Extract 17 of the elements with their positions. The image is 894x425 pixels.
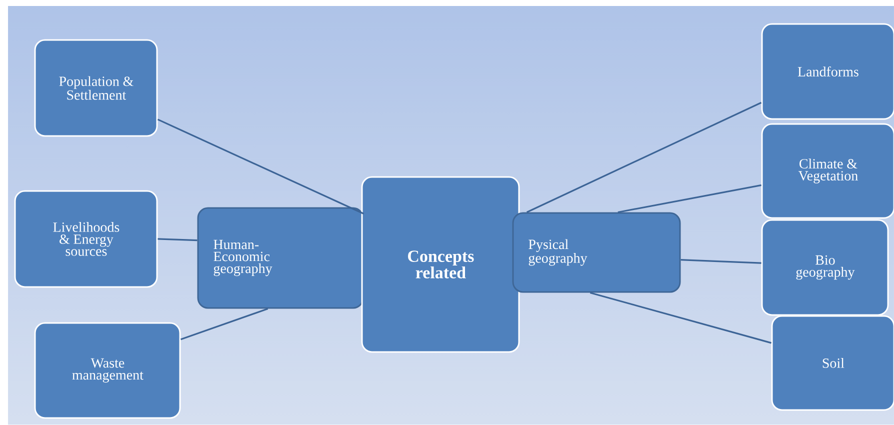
topic-box: Population & Settlement: [34, 39, 158, 137]
branch-box: Pysical geography: [512, 212, 681, 293]
topic-box: Soil: [771, 315, 894, 411]
connector-line: [157, 118, 364, 214]
connector-line: [618, 184, 762, 214]
topic-box: Waste management: [34, 322, 181, 419]
connector-line: [526, 102, 762, 213]
topic-box: Bio geography: [761, 219, 889, 316]
topic-box: Livelihoods & Energy sources: [14, 190, 158, 288]
connector-line: [180, 308, 268, 340]
topic-box: Landforms: [761, 23, 894, 120]
connector-line: [680, 259, 762, 264]
topic-box: Climate & Vegetation: [761, 123, 894, 219]
connector-line: [158, 238, 198, 242]
central-box: Concepts related: [361, 176, 520, 353]
branch-box: Human-Economic geography: [197, 207, 364, 309]
connector-line: [590, 292, 772, 344]
